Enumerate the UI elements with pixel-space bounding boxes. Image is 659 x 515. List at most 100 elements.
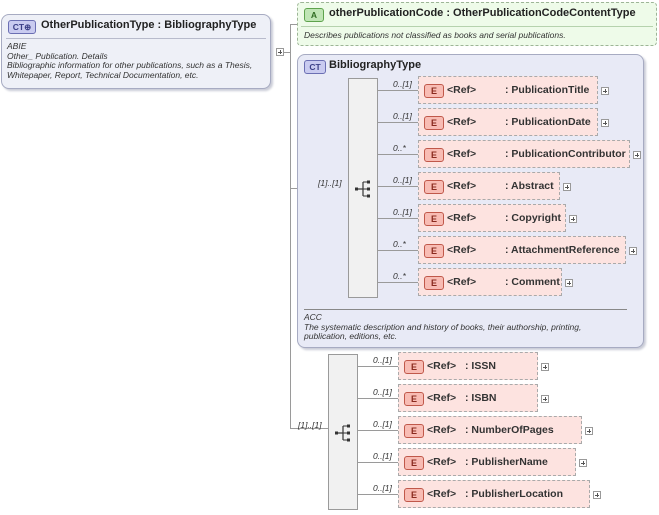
expand-icon[interactable] [541,395,549,403]
element-ref-box[interactable]: E<Ref> : Comment [418,268,562,296]
sequence-compositor[interactable] [328,354,358,510]
divider [6,38,266,39]
expand-icon[interactable] [629,247,637,255]
annotation-line: The systematic description and history o… [304,321,582,332]
connector-line [358,462,398,463]
sequence-compositor[interactable] [348,78,378,298]
element-cardinality: 0..[1] [393,175,412,185]
element-cardinality: 0..[1] [393,79,412,89]
element-name: : AttachmentReference [505,244,620,256]
element-cardinality: 0..[1] [373,419,392,429]
element-ref-box[interactable]: E<Ref> : NumberOfPages [398,416,582,444]
element-icon: E [424,180,444,194]
element-ref-label: <Ref> [447,148,477,160]
element-ref-box[interactable]: E<Ref>: ISBN [398,384,538,412]
element-name: : PublisherName [465,456,548,468]
sequence-icon [335,424,350,442]
element-ref-box[interactable]: E<Ref> : PublicationContributor [418,140,630,168]
main-type-title: OtherPublicationType : BibliographyType [41,19,257,31]
element-icon: E [404,456,424,470]
complex-type-expand-icon[interactable]: CT⊕ [8,20,36,34]
divider [304,309,627,310]
element-icon: E [404,360,424,374]
annotation-line: ACC [304,312,322,322]
element-name: : Comment [505,276,560,288]
element-name: : PublicationContributor [505,148,626,160]
sequence-cardinality: [1]..[1] [318,178,342,188]
element-ref-label: <Ref> [427,392,457,404]
connector-line [358,366,398,367]
bibliography-type-title: BibliographyType [329,59,422,71]
connector-line [378,154,418,155]
element-cardinality: 0..* [393,143,406,153]
element-name: : Abstract [505,180,554,192]
element-icon: E [424,84,444,98]
connector-line [358,398,398,399]
element-ref-label: <Ref> [447,276,477,288]
element-cardinality: 0..* [393,271,406,281]
element-icon: E [424,116,444,130]
attribute-icon: A [304,8,324,22]
connector-line [284,52,290,53]
attribute-box[interactable]: A otherPublicationCode : OtherPublicatio… [297,2,657,46]
main-complex-type-box[interactable]: CT⊕ OtherPublicationType : BibliographyT… [1,14,271,89]
expand-icon[interactable] [541,363,549,371]
complex-type-icon: CT [304,60,326,74]
bibliography-annotation: ACC The systematic description and histo… [304,312,582,342]
connector-line [378,250,418,251]
element-ref-box[interactable]: E<Ref>: PublisherName [398,448,576,476]
divider [301,26,653,27]
connector-line [290,428,328,429]
element-cardinality: 0..* [393,239,406,249]
connector-line [378,186,418,187]
expand-icon[interactable] [601,87,609,95]
main-type-annotation: ABIE Other_ Publication. Details Bibliog… [7,41,252,80]
connector-line [290,24,298,25]
element-ref-box[interactable]: E<Ref>: AttachmentReference [418,236,626,264]
element-icon: E [404,488,424,502]
element-ref-box[interactable]: E<Ref>: ISSN [398,352,538,380]
collapse-icon[interactable] [276,48,284,56]
expand-icon[interactable] [585,427,593,435]
element-icon: E [424,212,444,226]
element-cardinality: 0..[1] [373,355,392,365]
element-name: : NumberOfPages [465,424,554,436]
expand-icon[interactable] [633,151,641,159]
expand-icon[interactable] [563,183,571,191]
element-name: : Copyright [505,212,561,224]
connector-line [358,494,398,495]
connector-line [378,90,418,91]
element-cardinality: 0..[1] [373,387,392,397]
element-name: : PublicationTitle [505,84,590,96]
expand-icon[interactable] [569,215,577,223]
element-ref-label: <Ref> [447,212,477,224]
element-ref-box[interactable]: E<Ref> : PublicationTitle [418,76,598,104]
expand-icon[interactable] [565,279,573,287]
sequence-icon [355,180,370,198]
element-name: : ISBN [465,392,497,404]
expand-icon[interactable] [593,491,601,499]
connector-line [378,218,418,219]
annotation-line: publication, editions, etc. [304,331,398,342]
element-cardinality: 0..[1] [393,111,412,121]
element-ref-label: <Ref> [427,424,457,436]
element-name: : PublicationDate [505,116,591,128]
element-name: : PublisherLocation [465,488,564,500]
element-icon: E [424,148,444,162]
connector-line [378,282,418,283]
element-ref-box[interactable]: E<Ref>: PublisherLocation [398,480,590,508]
element-ref-label: <Ref> [447,84,477,96]
element-icon: E [424,276,444,290]
attribute-title: otherPublicationCode : OtherPublicationC… [329,7,636,19]
expand-icon[interactable] [579,459,587,467]
element-ref-label: <Ref> [447,180,477,192]
element-ref-label: <Ref> [447,244,477,256]
element-ref-box[interactable]: E<Ref> : Abstract [418,172,560,200]
sequence-cardinality: [1]..[1] [298,420,322,430]
connector-line [290,24,291,428]
element-icon: E [404,424,424,438]
element-ref-box[interactable]: E<Ref> : Copyright [418,204,566,232]
element-ref-box[interactable]: E<Ref>: PublicationDate [418,108,598,136]
connector-line [358,430,398,431]
expand-icon[interactable] [601,119,609,127]
